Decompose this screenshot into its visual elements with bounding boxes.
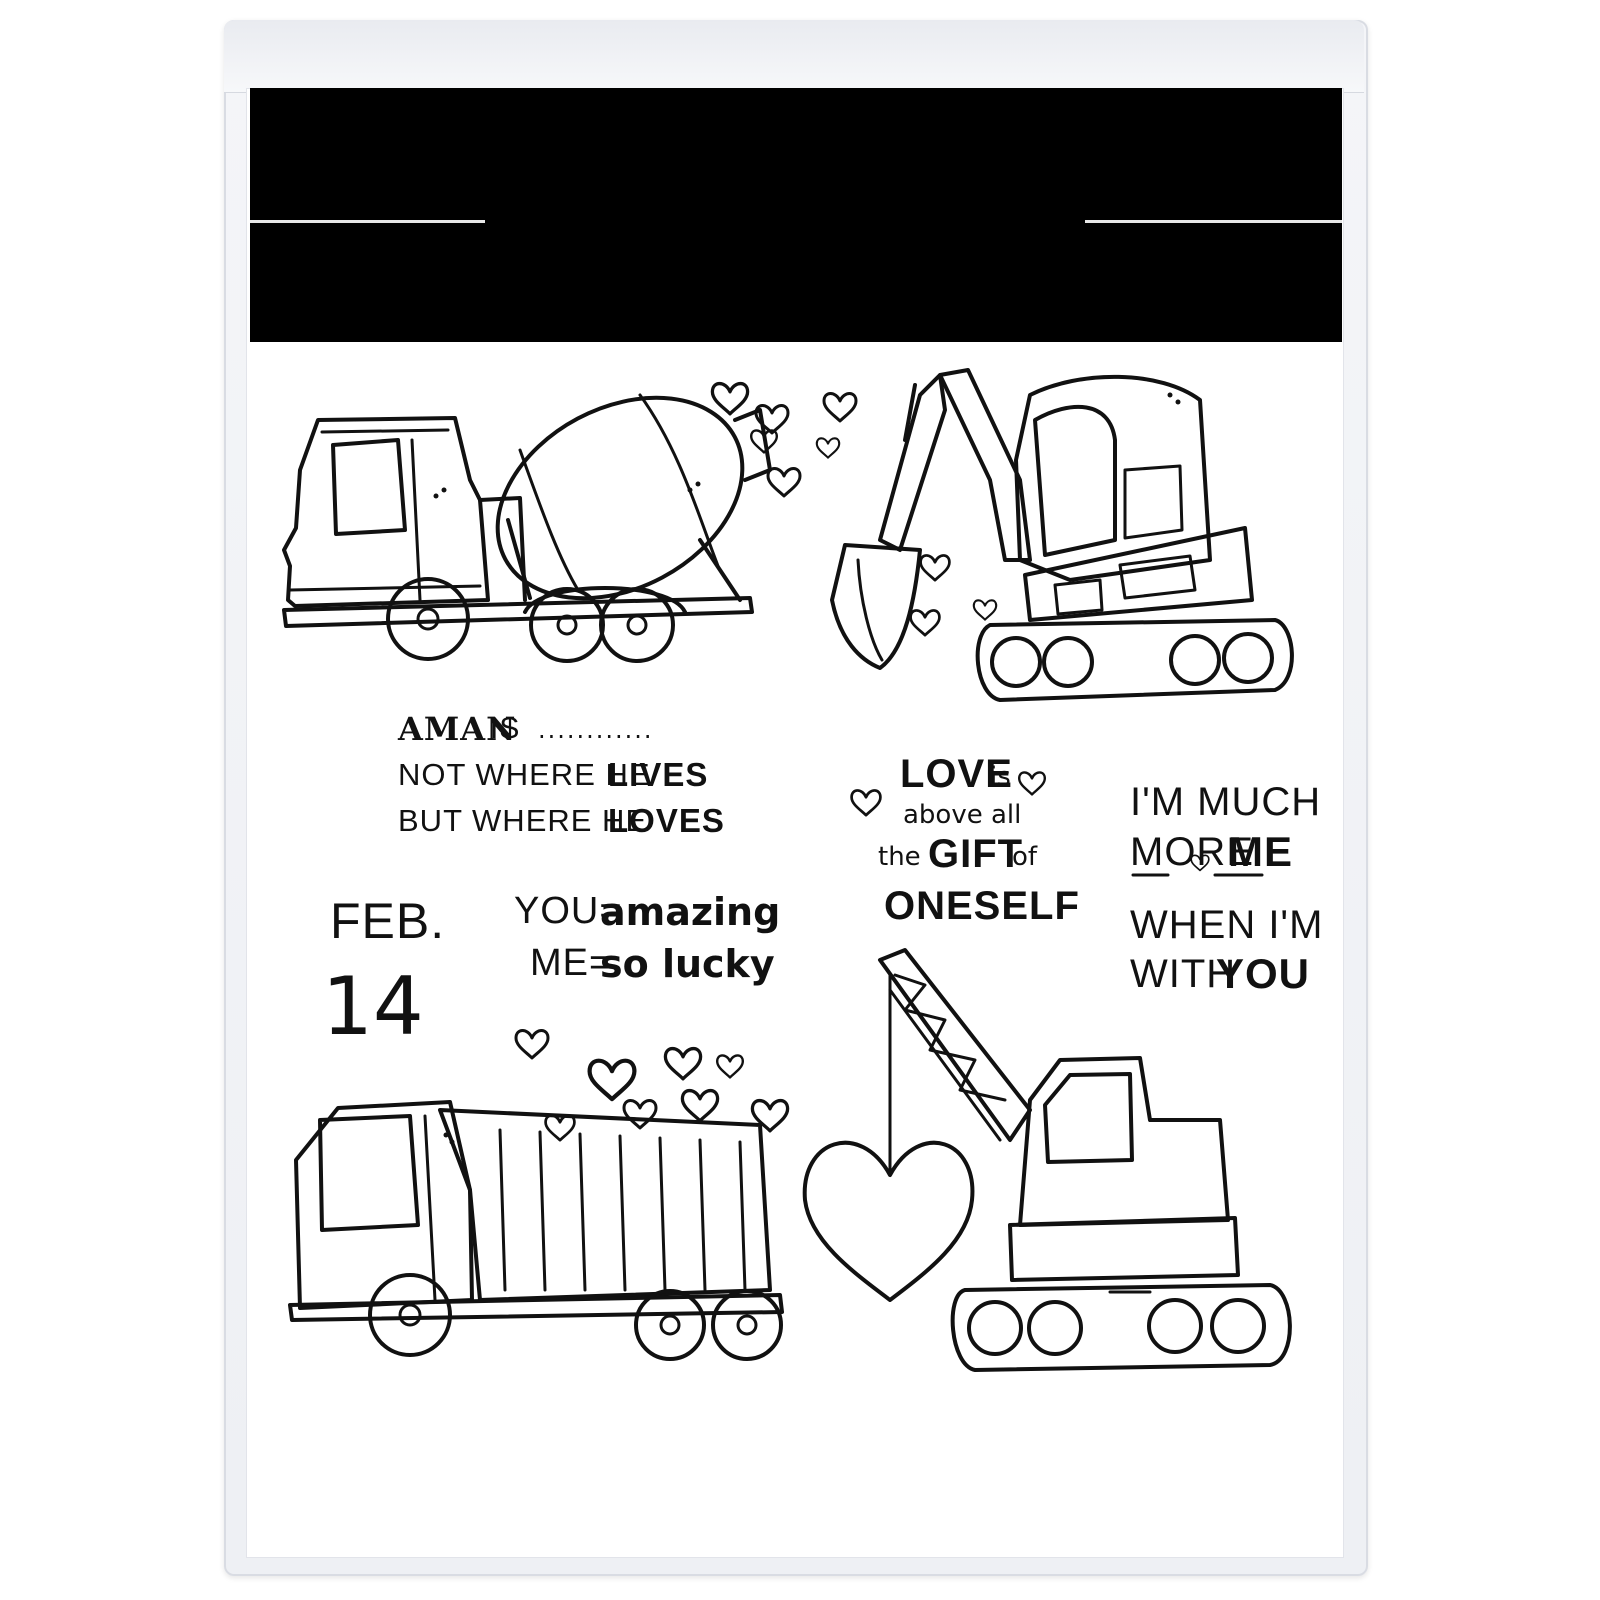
heart-icon [1018,771,1047,796]
package-flap [224,20,1364,93]
quote3-line1: I'M MUCH [1130,780,1322,824]
quote3-line2-b: ME [1228,828,1293,875]
quote2-line1-a: LOVE [900,752,1013,796]
quote2-line3-a: the [878,842,921,872]
quote4-line2-b: so lucky [600,942,775,986]
date-month: FEB. [330,893,446,949]
quote2-line3-c: of [1012,842,1038,872]
quote1-line2-b: LIVES [608,756,709,793]
quote1-line1-b: IS [490,712,521,745]
header-divider-left [250,220,485,223]
date-day: 14 [322,960,424,1053]
quote2-line3-b: GIFT [928,832,1024,876]
quote1-dots: ............ [538,716,654,744]
quote4-line1-b: amazing [600,890,781,934]
quote3-line4-a: WITH [1130,952,1237,996]
crane-icon [802,948,1292,1372]
quote1-line3-a: BUT WHERE HE [398,803,648,838]
quote3-line3: WHEN I'M [1130,903,1324,947]
excavator-icon [830,368,1294,702]
quote1-line1-a: AMAN [398,710,517,748]
cement-mixer-icon [282,381,858,663]
quote1-line3-b: LOVES [608,802,725,839]
header-divider-right [1085,220,1342,223]
dump-truck-icon [288,1029,790,1361]
quote2-line1-b: is [990,762,1011,792]
quote1-line2-a: NOT WHERE HE [398,757,651,792]
quote2-line4: ONESELF [884,884,1080,928]
quote2-line2: above all [903,800,1022,830]
header-banner [250,88,1342,342]
heart-icon [850,789,882,817]
quote4-line1-a: YOU= [514,890,623,932]
quote3-line2-a: MORE [1130,830,1254,874]
quote3-line4-b: YOU [1216,950,1311,997]
quote4-line2-a: ME= [530,942,613,984]
